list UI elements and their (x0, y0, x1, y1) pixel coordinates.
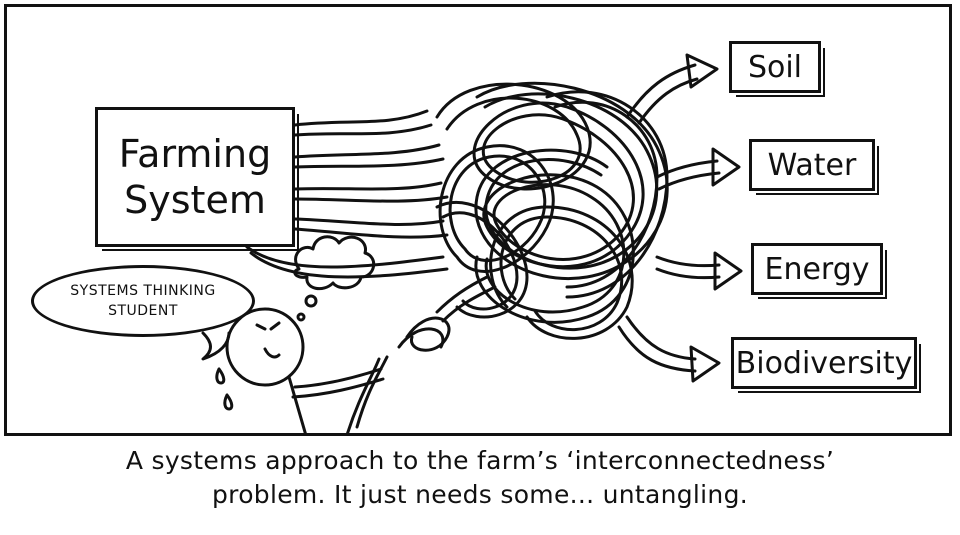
rope-knot (346, 275, 497, 433)
tangle (435, 81, 669, 340)
biodiversity-box: Biodiversity (731, 337, 921, 393)
speech-bubble-tail (201, 331, 231, 361)
rope-strands (245, 109, 449, 279)
speech-bubble: SYSTEMS THINKING STUDENT (31, 265, 255, 337)
energy-box: Energy (751, 243, 887, 299)
soil-box: Soil (729, 41, 825, 97)
biodiversity-label: Biodiversity (735, 345, 913, 381)
output-arrows (617, 53, 743, 383)
soil-label: Soil (747, 49, 803, 85)
water-label: Water (767, 147, 857, 183)
student-figure (225, 307, 385, 433)
water-box: Water (749, 139, 879, 195)
caption-line-1: A systems approach to the farm’s ‘interc… (125, 446, 835, 475)
speech-bubble-text: SYSTEMS THINKING STUDENT (70, 283, 216, 319)
comic-panel: Farming System Soil Water Energy Biodive… (4, 4, 952, 436)
comic-caption: A systems approach to the farm’s ‘interc… (0, 444, 960, 512)
caption-line-2: problem. It just needs some... untanglin… (212, 480, 748, 509)
energy-label: Energy (764, 251, 870, 287)
comic-illustration (201, 53, 743, 433)
farming-system-box: Farming System (95, 107, 299, 251)
farming-system-label: Farming System (118, 132, 272, 222)
sweat-drops (215, 367, 234, 411)
thought-cloud (293, 235, 376, 322)
